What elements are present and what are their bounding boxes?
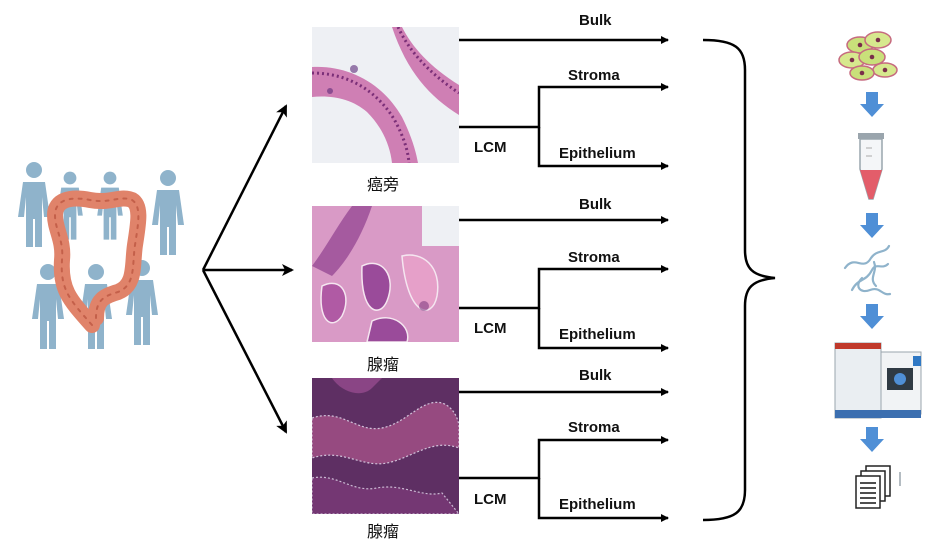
human-figure-icon xyxy=(97,171,123,240)
stroma-label: Stroma xyxy=(568,249,620,266)
human-figures-with-colon-icon xyxy=(18,162,184,349)
stroma-label: Stroma xyxy=(568,419,620,436)
stroma-label: Stroma xyxy=(568,67,620,84)
lcm-label: LCM xyxy=(474,139,507,156)
lcm-label: LCM xyxy=(474,491,507,508)
mass-spectrometer-icon xyxy=(834,342,922,419)
step-arrow-icon xyxy=(860,427,884,452)
peptides-icon xyxy=(843,244,892,296)
tissue-image-adenoma xyxy=(312,206,459,342)
tissue-image-adjacent xyxy=(312,27,459,163)
step-arrow-icon xyxy=(860,92,884,117)
lcm-label: LCM xyxy=(474,320,507,337)
step-arrow-icon xyxy=(860,213,884,238)
bulk-label: Bulk xyxy=(579,12,612,29)
epithelium-label: Epithelium xyxy=(559,326,636,343)
epithelium-label: Epithelium xyxy=(559,496,636,513)
human-figure-icon xyxy=(152,170,184,255)
step-arrow-icon xyxy=(860,304,884,329)
sample-caption: 腺瘤 xyxy=(367,355,400,374)
documents-icon xyxy=(855,465,901,509)
epithelium-label: Epithelium xyxy=(559,145,636,162)
tree-connectors xyxy=(459,36,669,522)
sample-caption: 癌旁 xyxy=(367,175,400,194)
bulk-label: Bulk xyxy=(579,196,612,213)
curly-brace xyxy=(702,38,776,522)
sample-caption: 腺瘤 xyxy=(367,522,400,541)
branch-arrows xyxy=(201,104,294,434)
bulk-label: Bulk xyxy=(579,367,612,384)
cells-icon xyxy=(838,31,898,81)
human-figure-icon xyxy=(18,162,50,247)
tissue-image-adenoma xyxy=(312,378,459,514)
human-figure-icon xyxy=(32,264,64,349)
centrifuge-tube-icon xyxy=(858,133,884,200)
